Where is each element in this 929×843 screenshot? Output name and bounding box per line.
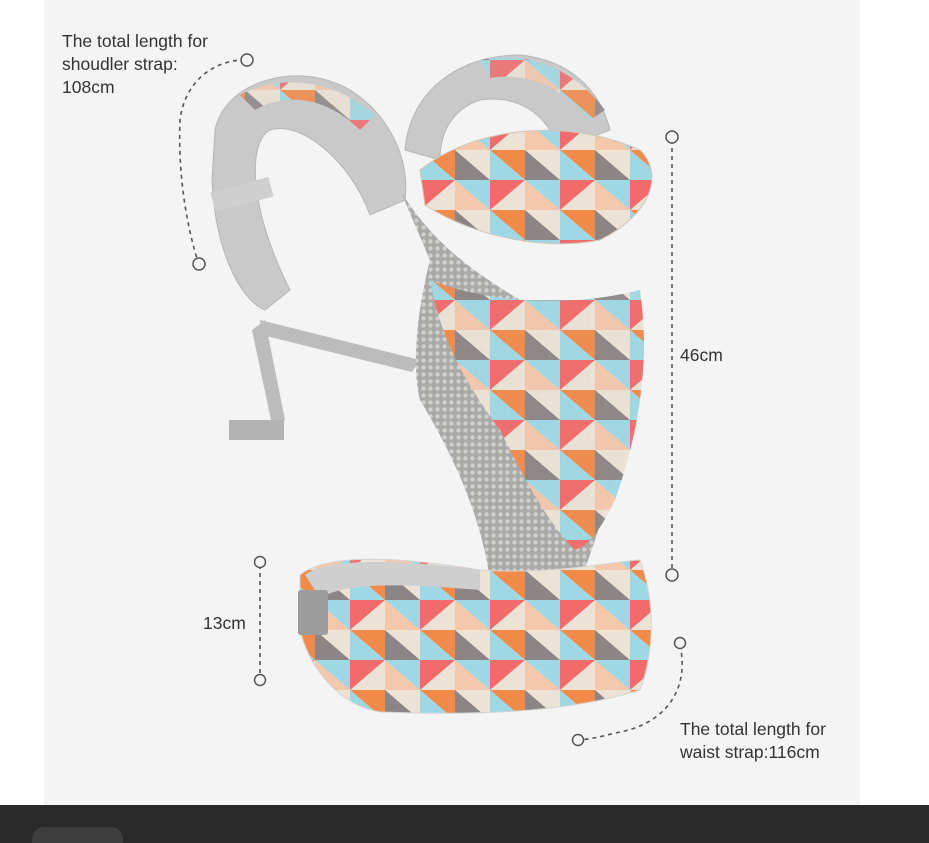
waist-belt — [299, 558, 652, 714]
left-shoulder-strap — [211, 75, 407, 311]
shoulder-strap-label-line2: shoudler strap: — [62, 54, 178, 74]
measure-guides — [178, 59, 683, 741]
bottom-tab[interactable] — [32, 827, 123, 843]
waist-height-label: 13cm — [203, 613, 246, 633]
measure-endpoints — [192, 53, 687, 747]
baby-carrier-illustration — [178, 53, 687, 747]
shoulder-strap-label-line3: 108cm — [62, 77, 115, 97]
back-panel — [430, 280, 644, 550]
waist-strap-label-line2: waist strap:116cm — [680, 742, 820, 762]
waist-strap-label-line1: The total length for — [680, 719, 826, 739]
hood — [419, 129, 653, 245]
bottom-bar — [0, 805, 929, 843]
shoulder-strap-label-line1: The total length for — [62, 31, 208, 51]
height-label: 46cm — [680, 345, 723, 365]
